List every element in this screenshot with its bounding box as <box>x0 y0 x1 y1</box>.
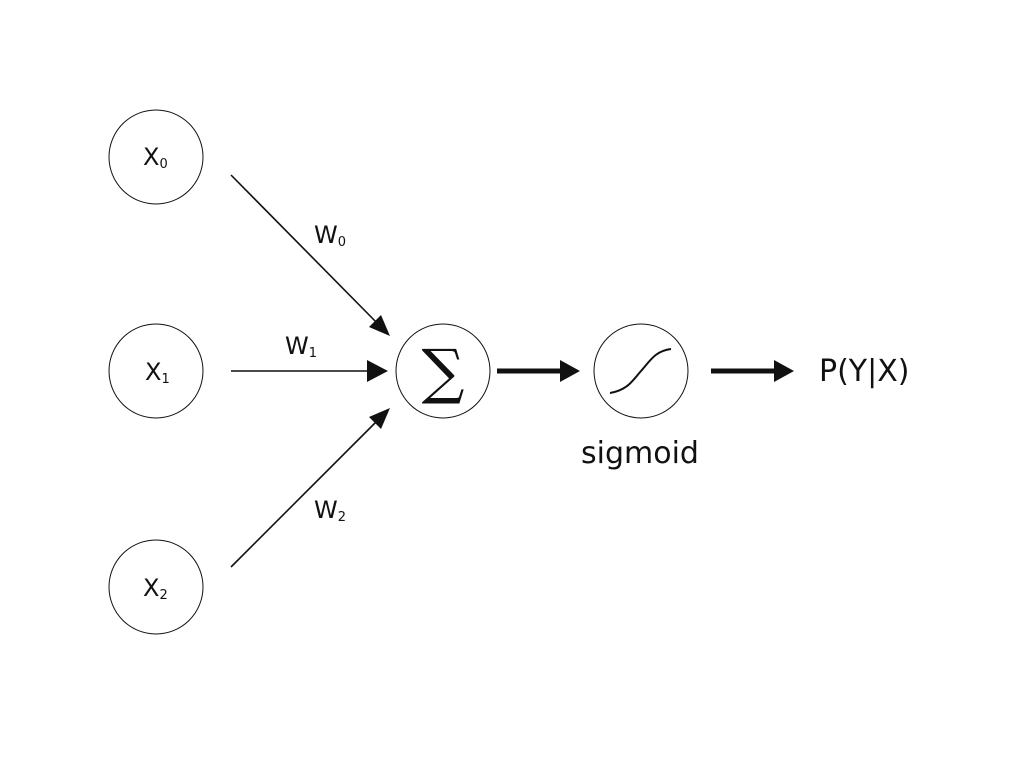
sigma-icon: ∑ <box>422 337 465 407</box>
input-label-x1: X <box>145 358 161 386</box>
input-node-x2: X2 <box>108 539 204 635</box>
edge-x1-to-sum <box>231 360 388 382</box>
arrowhead-output <box>774 360 794 382</box>
output-label: P(Y|X) <box>819 354 909 389</box>
sigmoid-label: sigmoid <box>581 436 699 471</box>
input-subscript-x0: 0 <box>159 157 167 172</box>
svg-text:X2: X2 <box>143 574 168 603</box>
input-subscript-x2: 2 <box>159 588 167 603</box>
edge-x2-to-sum <box>230 408 390 568</box>
edge-sum-to-sigmoid <box>497 360 580 382</box>
weight-label-w2: W2 <box>314 496 346 525</box>
weight-label-w0: W0 <box>314 221 346 250</box>
weight-label-w1: W1 <box>285 332 317 361</box>
input-node-x1: X1 <box>108 323 204 419</box>
arrowhead-sum <box>560 360 580 382</box>
sum-node: ∑ <box>395 323 491 419</box>
arrowhead-x0 <box>369 315 390 336</box>
input-subscript-x1: 1 <box>161 372 169 387</box>
arrowhead-x1 <box>367 360 388 382</box>
edge-sigmoid-to-output <box>711 360 794 382</box>
svg-text:X1: X1 <box>145 358 170 387</box>
sigmoid-node <box>593 323 689 419</box>
input-node-x0: X0 <box>108 109 204 205</box>
svg-text:X0: X0 <box>143 143 168 172</box>
input-label-x2: X <box>143 574 159 602</box>
edge-x0-to-sum <box>230 174 390 336</box>
arrowhead-x2 <box>369 408 390 429</box>
sigmoid-curve-icon <box>609 348 672 394</box>
input-label-x0: X <box>143 143 159 171</box>
